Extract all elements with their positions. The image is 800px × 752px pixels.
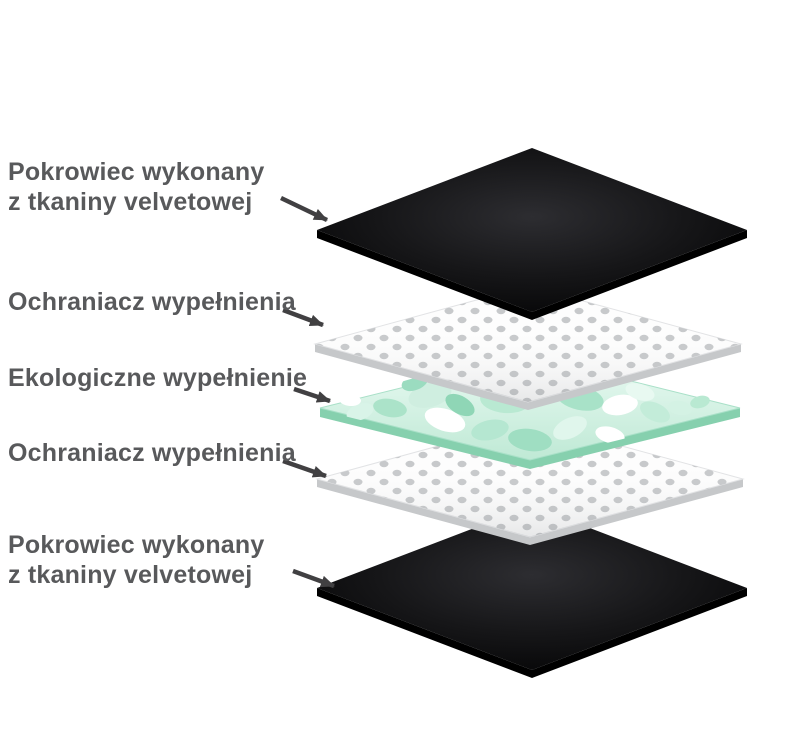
label-line: Pokrowiec wykonany (8, 158, 265, 186)
arrow-cover-top (280, 195, 328, 223)
arrow-protector-bottom (282, 458, 327, 479)
label-line: Pokrowiec wykonany (8, 531, 265, 559)
label-line: z tkaniny velvetowej (8, 187, 253, 216)
layer-top-face (317, 148, 747, 312)
layer-protector-top (313, 285, 743, 410)
layer-shading (317, 421, 743, 537)
label-cover-top: Pokrowiec wykonany z tkaniny velvetowej (8, 158, 264, 217)
label-cover-bottom: Pokrowiec wykonany z tkaniny velvetowej (8, 531, 264, 590)
layer-top-face (317, 506, 747, 670)
label-line: z tkaniny velvetowej (8, 560, 253, 589)
label-protector-bottom: Ochraniacz wypełnienia (8, 439, 296, 467)
layer-shading (315, 286, 741, 402)
arrow-filling (293, 386, 331, 404)
layer-cover-top (317, 148, 747, 320)
label-filling: Ekologiczne wypełnienie (8, 364, 308, 392)
layer-cover-bottom (317, 506, 747, 678)
label-arrows (280, 195, 335, 589)
label-protector-top: Ochraniacz wypełnienia (8, 288, 296, 316)
layer-protector-bottom (315, 420, 745, 545)
arrow-cover-bottom (292, 568, 335, 589)
arrow-protector-top (282, 307, 324, 328)
